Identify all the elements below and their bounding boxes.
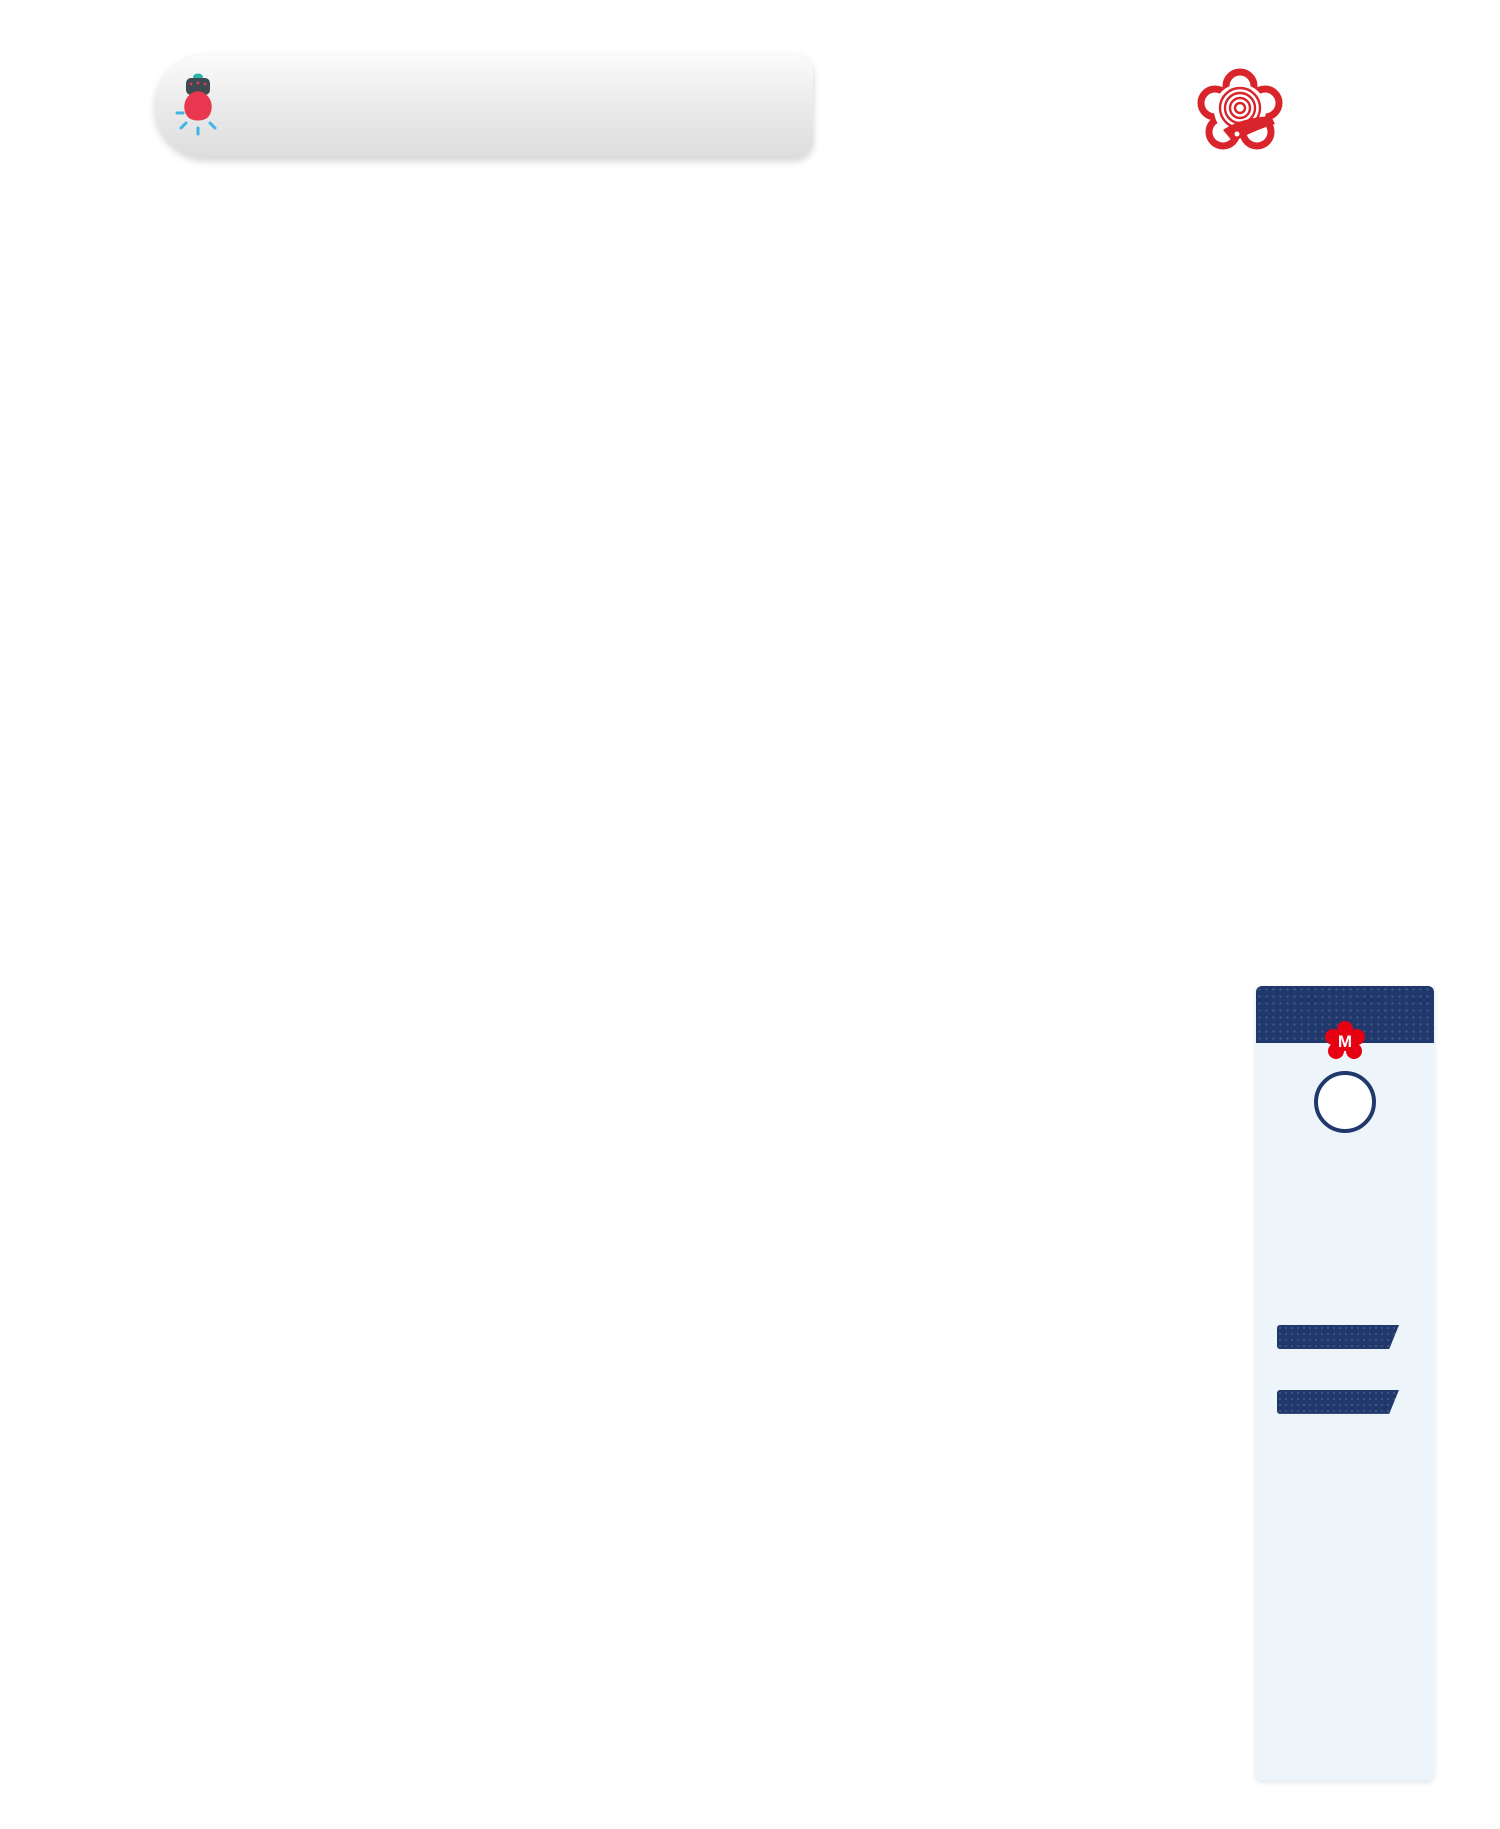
map-circle-badge <box>1314 1071 1376 1133</box>
lightbulb-icon <box>155 71 241 143</box>
header-bar <box>155 55 813 158</box>
panel-header: M <box>1256 986 1434 1059</box>
line-number-legend-header <box>1277 1325 1399 1349</box>
svg-text:M: M <box>1338 1032 1352 1051</box>
icon-legend-header <box>1277 1389 1399 1414</box>
plum-blossom-icon <box>1197 68 1283 150</box>
nanjing-metro-logo-icon: M <box>1325 1021 1365 1059</box>
culture-metro-logo <box>1185 58 1415 168</box>
legend-note <box>1280 1361 1406 1376</box>
legend-panel: M <box>1256 986 1434 1780</box>
